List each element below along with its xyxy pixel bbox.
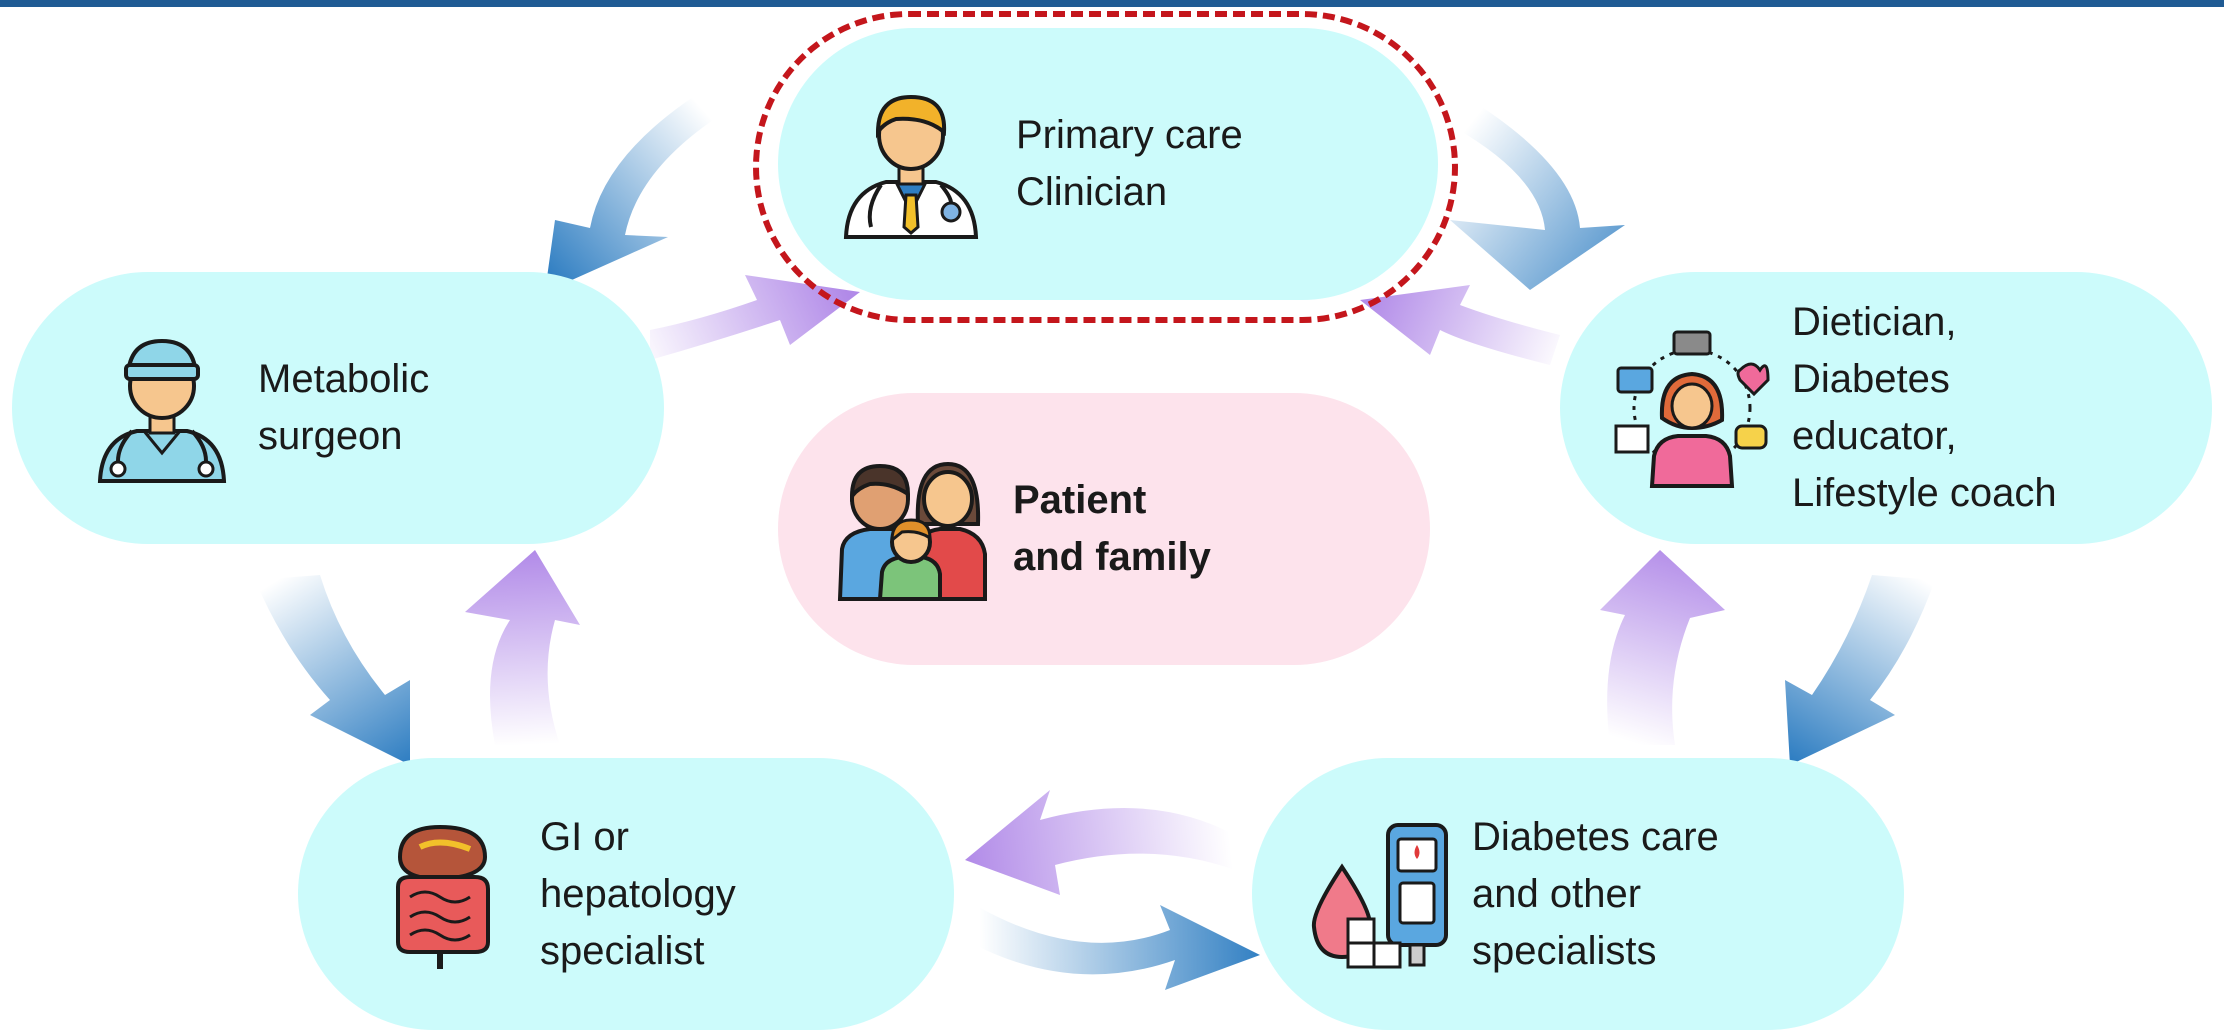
arrow-primary-to-metabolic bbox=[545, 80, 745, 292]
node-gi-hepatology-label: GI or hepatology specialist bbox=[540, 814, 736, 973]
node-diabetes-care[interactable]: Diabetes care and other specialists bbox=[1252, 758, 1904, 1030]
arrow-primary-to-dietician bbox=[1450, 98, 1625, 290]
node-metabolic-surgeon-label: Metabolic surgeon bbox=[258, 357, 430, 458]
surgeon-icon bbox=[82, 331, 242, 486]
glucometer-icon bbox=[1302, 817, 1452, 972]
arrow-dietician-to-diabetes bbox=[1785, 575, 1935, 765]
node-patient-family[interactable]: Patient and family bbox=[778, 393, 1430, 665]
arrow-dietician-to-primary bbox=[1360, 285, 1560, 365]
node-primary-care[interactable]: Primary care Clinician bbox=[778, 28, 1438, 300]
intestine-liver-icon bbox=[380, 817, 500, 972]
arrow-gi-to-diabetes bbox=[975, 905, 1260, 990]
arrow-diabetes-to-dietician bbox=[1600, 550, 1725, 745]
doctor-stethoscope-icon bbox=[826, 87, 996, 242]
educator-coach-icon bbox=[1612, 328, 1772, 488]
arrow-diabetes-to-gi bbox=[965, 790, 1235, 895]
family-icon bbox=[830, 454, 995, 604]
arrow-metabolic-to-primary bbox=[650, 275, 860, 360]
node-dietician[interactable]: Dietician, Diabetes educator, Lifestyle … bbox=[1560, 272, 2212, 544]
primary-highlight-border bbox=[753, 11, 1458, 323]
node-patient-family-label: Patient and family bbox=[1013, 478, 1211, 579]
top-bar bbox=[0, 0, 2224, 7]
node-gi-hepatology[interactable]: GI or hepatology specialist bbox=[298, 758, 954, 1030]
arrow-metabolic-to-gi bbox=[255, 575, 410, 765]
node-diabetes-care-label: Diabetes care and other specialists bbox=[1472, 814, 1719, 973]
node-metabolic-surgeon[interactable]: Metabolic surgeon bbox=[12, 272, 664, 544]
node-primary-care-label: Primary care Clinician bbox=[1016, 113, 1243, 214]
arrow-gi-to-metabolic bbox=[465, 550, 580, 745]
node-dietician-label: Dietician, Diabetes educator, Lifestyle … bbox=[1792, 300, 2057, 515]
